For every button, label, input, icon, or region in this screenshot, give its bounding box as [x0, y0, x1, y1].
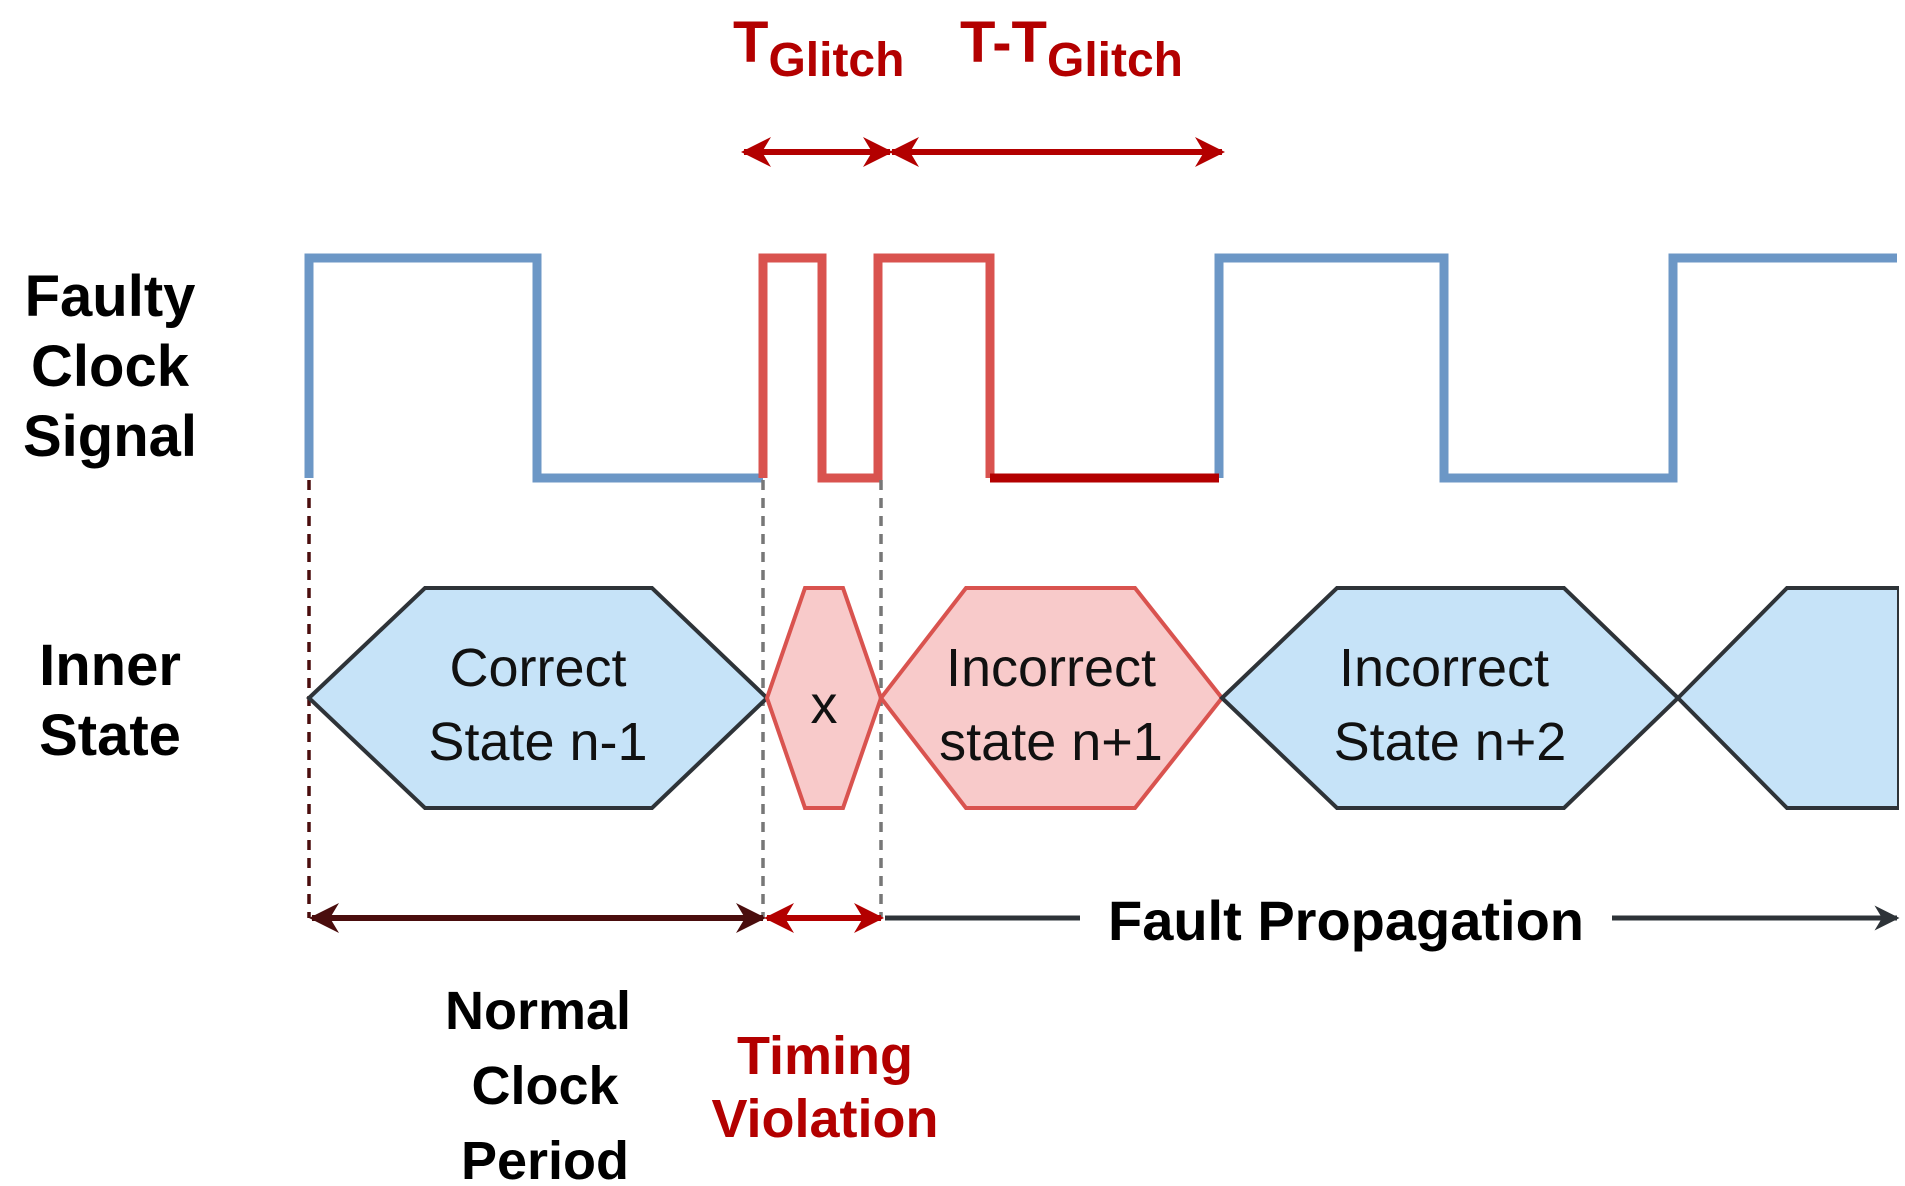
state-text-incorrect-n2-line-2: State n+2	[1334, 712, 1567, 772]
inner-state-label-line-2: State	[39, 703, 181, 768]
state-incorrect-n-plus-2	[1219, 586, 1681, 810]
faulty-clock-label-line-2: Clock	[31, 334, 190, 399]
right-edge-mask	[1899, 580, 1905, 820]
state-correct-n-minus-1	[306, 586, 770, 810]
t-minus-t-glitch-label: T-TGlitch	[960, 10, 1183, 87]
timing-violation-line-1: Timing	[737, 1026, 913, 1086]
state-partial-next	[1675, 586, 1901, 810]
state-text-incorrect-n1-line-2: state n+1	[939, 712, 1163, 772]
inner-state-label-line-1: Inner	[39, 633, 181, 698]
normal-clock-period-line-1: Normal	[445, 981, 631, 1041]
clock-normal-segment-2	[1214, 253, 1897, 483]
state-text-incorrect-n1-line-1: Incorrect	[946, 638, 1156, 698]
state-text-correct-line-2: State n-1	[428, 712, 647, 772]
faulty-clock-label-line-1: Faulty	[25, 264, 196, 329]
clock-glitch-segment	[758, 253, 995, 483]
faulty-clock-label-line-3: Signal	[23, 404, 197, 469]
state-text-correct-line-1: Correct	[449, 638, 626, 698]
clock-normal-segment-1	[304, 253, 763, 483]
fault-propagation-label-bg	[1080, 885, 1612, 951]
normal-clock-period-line-3: Period	[461, 1131, 629, 1181]
state-text-glitch: x	[811, 675, 838, 735]
state-text-incorrect-n2-line-1: Incorrect	[1339, 638, 1549, 698]
normal-clock-period-line-2: Clock	[471, 1056, 619, 1116]
fault-propagation-label: Fault Propagation	[1108, 889, 1584, 952]
timing-violation-line-2: Violation	[711, 1089, 938, 1149]
t-glitch-label: TGlitch	[733, 10, 904, 87]
state-incorrect-n-plus-1	[878, 586, 1225, 810]
